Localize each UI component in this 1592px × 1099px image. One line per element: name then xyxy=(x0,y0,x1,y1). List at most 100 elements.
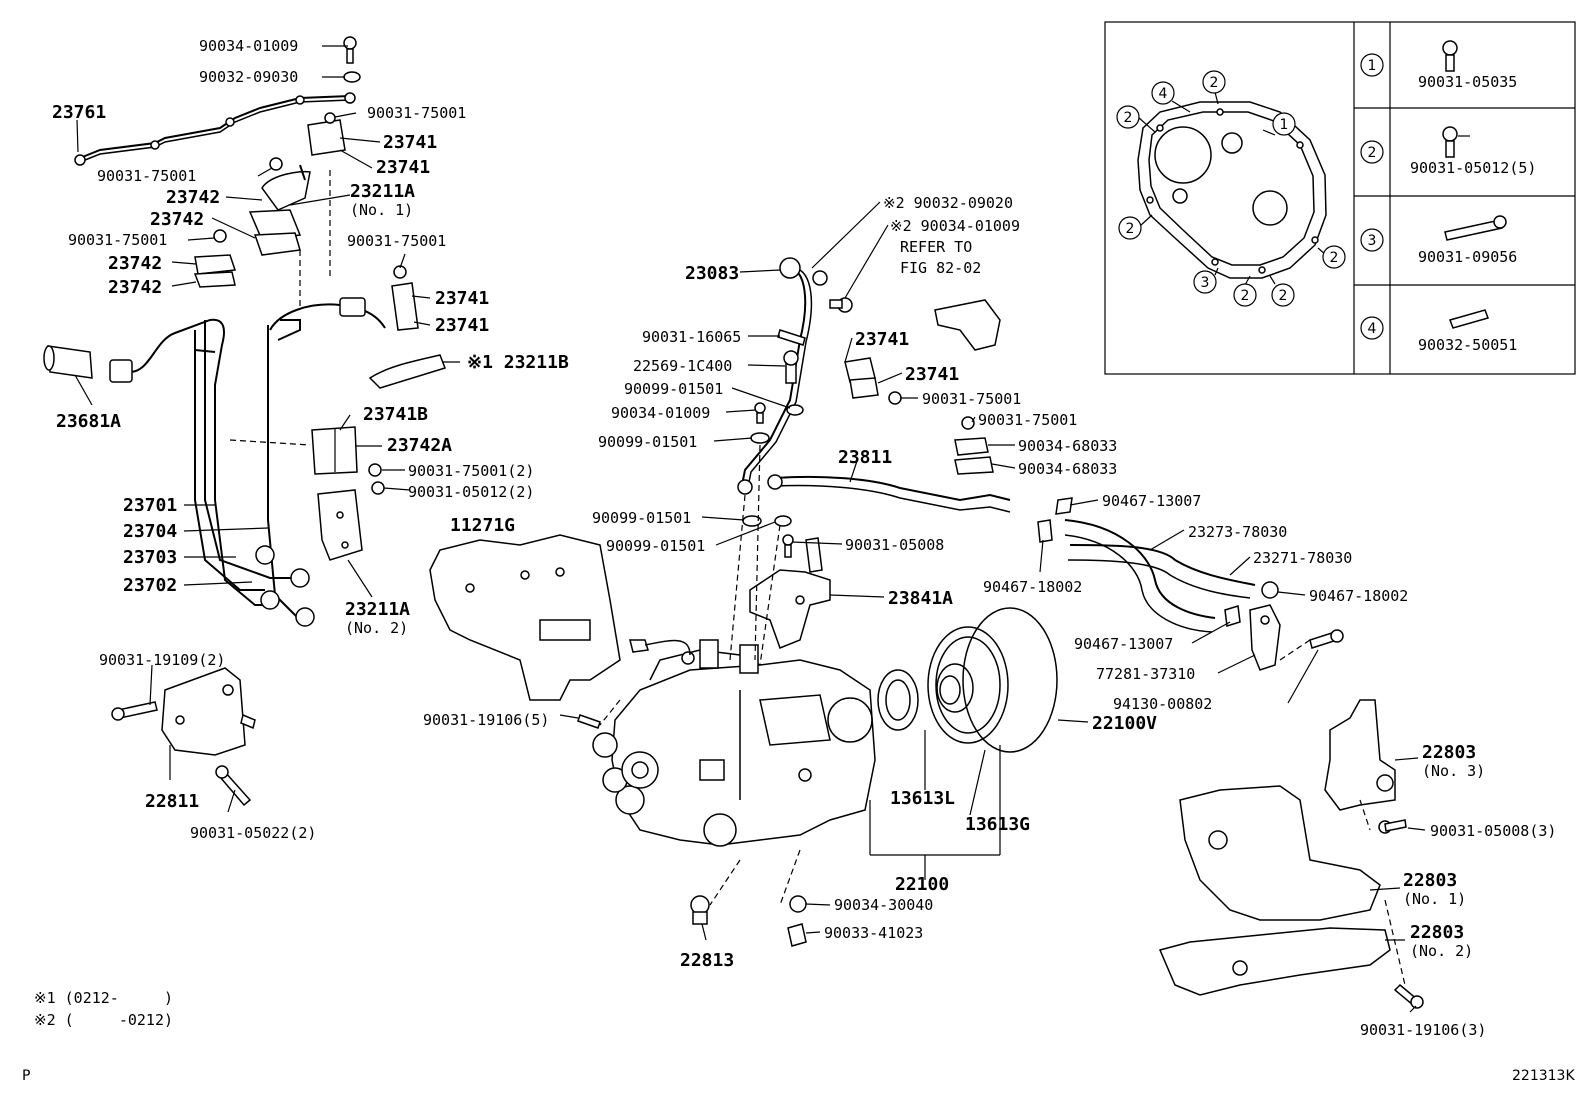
part-label: 90034-68033 xyxy=(1018,460,1117,478)
part-label: (No. 3) xyxy=(1422,762,1485,780)
part-label: 23761 xyxy=(52,102,106,123)
part-label: 23083 xyxy=(685,263,739,284)
plate-icon xyxy=(317,489,363,561)
hose-clamp-icon xyxy=(1224,605,1241,627)
part-label: 23741 xyxy=(905,364,959,385)
part-label: 23211A xyxy=(350,181,415,202)
part-label: 90031-75001 xyxy=(978,411,1077,429)
part-label: 23742 xyxy=(166,187,220,208)
legend-note: ※2 ( -0212) xyxy=(34,1011,173,1029)
pin-icon xyxy=(1449,309,1489,329)
bolt-icon xyxy=(754,402,766,424)
gasket-mark: 4 xyxy=(1151,81,1191,113)
bracket-22803-1 xyxy=(1179,785,1381,921)
part-label: 90034-01009 xyxy=(199,37,298,55)
svg-text:90031-09056: 90031-09056 xyxy=(1418,248,1517,266)
part-label: 22803 xyxy=(1410,922,1464,943)
bracket-22803-2 xyxy=(1158,927,1391,996)
bolt-icon xyxy=(1309,629,1344,649)
clamp-icon xyxy=(391,282,419,331)
injection-pump xyxy=(592,639,876,847)
part-label: (No. 1) xyxy=(350,201,413,219)
washer-icon xyxy=(343,71,361,83)
bolt-icon xyxy=(805,537,823,573)
part-label: 23704 xyxy=(123,521,177,542)
part-label: 90031-19109(2) xyxy=(99,651,225,669)
nut-icon xyxy=(961,416,975,430)
timing-cover xyxy=(429,534,621,701)
bearing xyxy=(877,669,919,731)
svg-text:1: 1 xyxy=(1280,117,1289,133)
part-label: (No. 2) xyxy=(345,619,408,637)
part-label: FIG 82-02 xyxy=(900,259,981,277)
svg-text:4: 4 xyxy=(1159,86,1168,102)
part-label: 22569-1C400 xyxy=(633,357,732,375)
nut-icon xyxy=(393,265,407,279)
bolt-icon xyxy=(1442,126,1470,158)
part-label: 90099-01501 xyxy=(624,380,723,398)
part-label: (No. 2) xyxy=(1410,942,1473,960)
part-labels: 90034-01009 90032-09030 23761 90031-7500… xyxy=(52,37,1556,1039)
bolt-icon xyxy=(577,714,601,729)
part-label: 23701 xyxy=(123,495,177,516)
part-label: 11271G xyxy=(450,515,515,536)
corner-mark: P xyxy=(22,1068,30,1084)
gasket-mark: 3 xyxy=(1193,267,1219,294)
part-label: 23741 xyxy=(376,157,430,178)
bolt-icon xyxy=(1444,215,1507,241)
part-label: 22100 xyxy=(895,874,949,895)
part-label: 90031-75001 xyxy=(68,231,167,249)
part-label: (No. 1) xyxy=(1403,890,1466,908)
part-label: 90032-09030 xyxy=(199,68,298,86)
part-label: 90099-01501 xyxy=(606,537,705,555)
bracket-22811 xyxy=(111,667,256,807)
hose-23273 xyxy=(1064,519,1216,633)
part-label: 23741 xyxy=(855,329,909,350)
part-label: REFER TO xyxy=(900,238,972,256)
bolt-icon xyxy=(782,534,794,558)
part-label: 23702 xyxy=(123,575,177,596)
injection-lines-group xyxy=(43,36,446,627)
washer-icon xyxy=(774,515,792,527)
clamp-icon xyxy=(954,437,989,456)
fuel-pipe-23811 xyxy=(767,474,1011,513)
legend-note: ※1 (0212- ) xyxy=(34,989,173,1007)
part-label: 23211A xyxy=(345,599,410,620)
part-label: 23742A xyxy=(387,435,452,456)
part-label: ※1 23211B xyxy=(467,352,569,373)
gasket-mark: 1 xyxy=(1262,112,1296,136)
fuel-pipe-23083 xyxy=(737,257,813,495)
inset-row-1: 1 90031-05035 xyxy=(1360,40,1517,91)
gasket-drawing: 4 2 2 1 2 2 2 3 2 xyxy=(1116,70,1346,307)
bolt-icon xyxy=(215,765,252,807)
part-label: 90031-75001 xyxy=(922,390,1021,408)
svg-text:90031-05035: 90031-05035 xyxy=(1418,73,1517,91)
gasket-mark: 2 xyxy=(1202,70,1226,105)
bolt-icon xyxy=(111,701,158,721)
part-label: 23741 xyxy=(383,132,437,153)
legend: ※1 (0212- ) ※2 ( -0212) xyxy=(34,989,173,1029)
svg-text:4: 4 xyxy=(1368,321,1377,337)
clamp-icon xyxy=(307,119,346,156)
clamp-icon xyxy=(248,209,302,241)
clamp-icon xyxy=(311,426,358,475)
svg-text:2: 2 xyxy=(1279,288,1288,304)
part-label: 90034-30040 xyxy=(834,896,933,914)
svg-text:2: 2 xyxy=(1210,75,1219,91)
diagram-id: 221313K xyxy=(1512,1068,1575,1084)
svg-text:1: 1 xyxy=(1368,58,1377,74)
part-label: 22813 xyxy=(680,950,734,971)
nut-icon xyxy=(269,157,283,171)
part-label: 23741B xyxy=(363,404,428,425)
part-label: 23703 xyxy=(123,547,177,568)
part-label: 90031-05008(3) xyxy=(1430,822,1556,840)
hose-clamp-icon xyxy=(1037,519,1053,543)
part-label: 23742 xyxy=(150,209,204,230)
part-label: 23742 xyxy=(108,277,162,298)
part-label: 90034-01009 xyxy=(611,404,710,422)
part-label: 90031-05012(2) xyxy=(408,483,534,501)
bolt-icon xyxy=(240,713,256,730)
svg-text:2: 2 xyxy=(1330,250,1339,266)
nut-icon xyxy=(213,229,227,243)
clamp-icon xyxy=(194,254,237,275)
